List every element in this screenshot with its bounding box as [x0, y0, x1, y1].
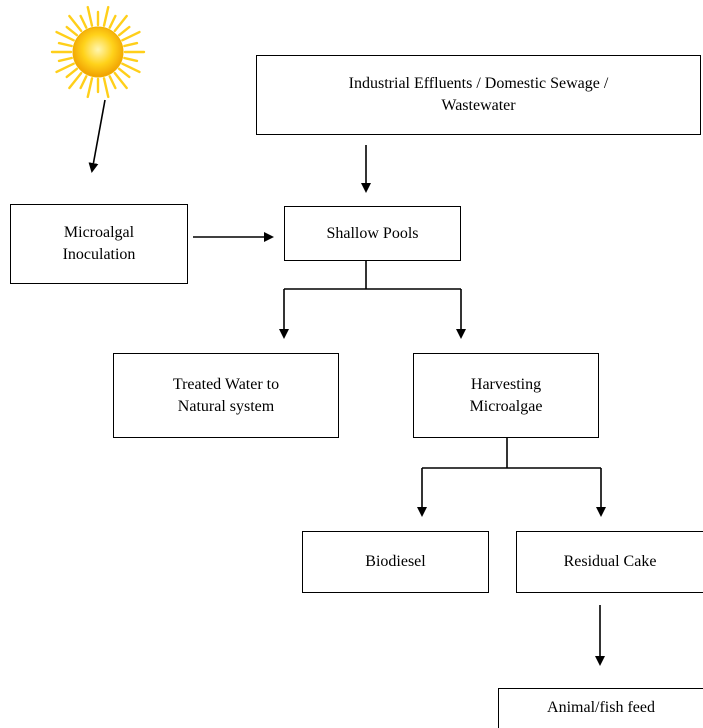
node-treated-line1: Treated Water to [172, 375, 280, 393]
split-harvesting [422, 438, 601, 469]
node-treated: Treated Water to Natural system [113, 353, 339, 438]
node-feed-line1: Animal/fish feed [547, 699, 655, 716]
sun-ray [57, 56, 73, 63]
sun-ray [113, 71, 128, 90]
node-inoculation-line2: Inoculation [62, 246, 136, 263]
sun-ray [55, 62, 75, 74]
node-effluents-line2: Wastewater [441, 97, 516, 114]
sun-ray [123, 56, 139, 63]
sun-ray [79, 14, 88, 29]
sun-ray [123, 41, 139, 48]
sun-ray [65, 25, 79, 37]
node-inoculation: Microalgal Inoculation [10, 204, 188, 284]
sun-ray [108, 14, 117, 29]
sun-ray [113, 14, 128, 33]
sun-ray [68, 71, 83, 90]
sun-ray [68, 14, 83, 33]
sun-ray [102, 5, 110, 27]
sun-ray [121, 62, 141, 74]
node-harvesting-line2: Microalgae [469, 397, 543, 415]
sun-icon [50, 5, 146, 99]
sun-ray [79, 75, 88, 90]
node-effluents-line1: Industrial Effluents / Domestic Sewage / [348, 75, 609, 92]
sun-ray [55, 30, 75, 42]
node-treated-line2: Natural system [177, 397, 275, 415]
node-cake: Residual Cake [516, 531, 703, 593]
node-feed: Animal/fish feed [498, 688, 703, 728]
sun-ray [108, 75, 117, 90]
sun-ray [117, 25, 131, 37]
sun-ray [57, 41, 73, 48]
node-pools: Shallow Pools [284, 206, 461, 261]
sun-ray [121, 30, 141, 42]
sun-ray [65, 67, 79, 79]
node-inoculation-line1: Microalgal [63, 224, 135, 241]
node-biodiesel: Biodiesel [302, 531, 489, 593]
node-biodiesel-line1: Biodiesel [365, 553, 426, 570]
node-harvesting: Harvesting Microalgae [413, 353, 599, 438]
arrow-sun-to-inoculation [88, 99, 106, 173]
sun-ray [86, 5, 94, 27]
node-harvesting-line1: Harvesting [470, 375, 542, 393]
sun-ray [86, 77, 94, 99]
node-cake-line1: Residual Cake [563, 553, 657, 570]
node-effluents: Industrial Effluents / Domestic Sewage /… [256, 55, 701, 135]
sun-ray [117, 67, 131, 79]
split-pools [284, 261, 461, 290]
sun-ray [102, 77, 110, 99]
node-pools-line1: Shallow Pools [326, 224, 419, 242]
